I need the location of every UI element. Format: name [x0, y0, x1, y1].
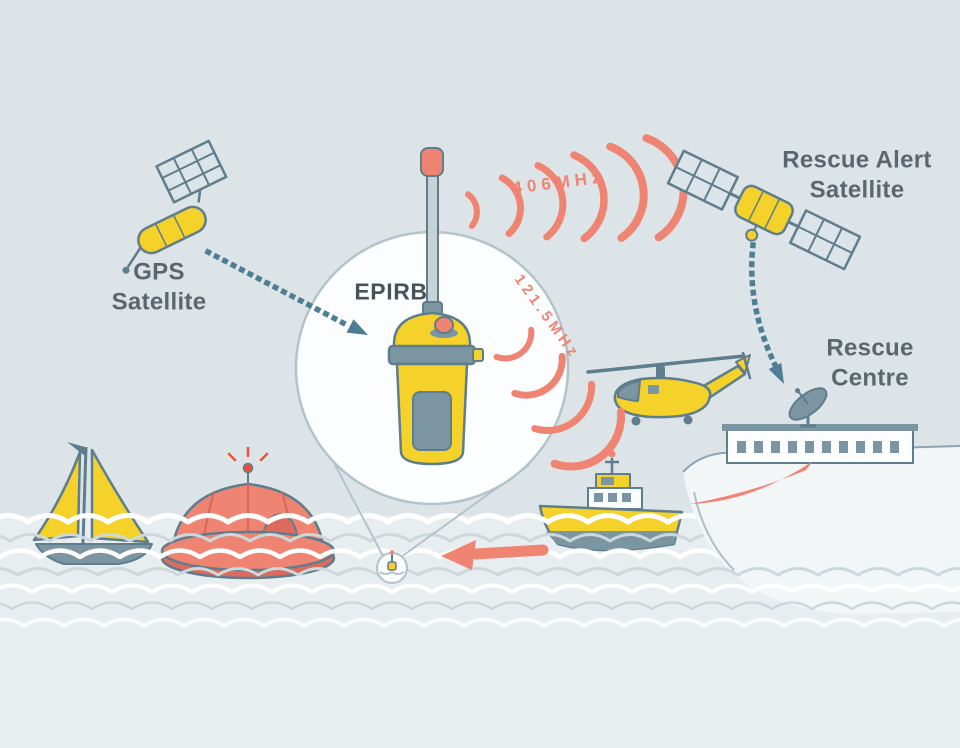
- lifeboat-wheelhouse-window: [601, 477, 614, 485]
- label-rescue-centre-line1: Rescue: [826, 334, 914, 362]
- liferaft-light-flash: [227, 446, 269, 462]
- label-gps-line1: GPS: [133, 258, 185, 286]
- rescue-satellite-icon: [666, 149, 862, 271]
- gps-satellite-icon: [122, 139, 228, 274]
- epirb-activation-button: [434, 316, 454, 334]
- building-windows: [737, 441, 899, 453]
- label-rescue-alert-line1: Rescue Alert: [782, 146, 932, 174]
- sailboat-jib-sail: [32, 450, 82, 542]
- lifeboat-cabin-windows: [594, 493, 631, 502]
- epirb-antenna: [426, 167, 439, 317]
- label-gps-satellite: GPS Satellite: [112, 258, 207, 319]
- gps-signal-link: [204, 248, 368, 335]
- radio-waves-121-icon: [493, 326, 626, 471]
- helicopter-side-window: [648, 385, 659, 394]
- rescue-signal-link: [749, 241, 784, 384]
- rescue-link-arrowhead: [768, 362, 784, 384]
- label-gps-line2: Satellite: [111, 289, 207, 316]
- epirb-antenna-tip: [420, 147, 444, 177]
- epirb-device: [387, 147, 484, 466]
- gps-link-arrowhead: [346, 319, 368, 335]
- helicopter-icon: [586, 351, 752, 426]
- rescue-satellite-dish: [745, 228, 759, 242]
- helicopter-tail-rotor: [741, 351, 752, 380]
- helicopter-cockpit-window: [617, 380, 641, 402]
- gps-antenna-tip: [122, 266, 130, 274]
- epirb-band: [387, 344, 477, 366]
- beacon-in-water: [376, 550, 408, 584]
- epirb-screen: [412, 391, 452, 451]
- arrow-to-beacon: [441, 540, 549, 570]
- radio-waves-406-icon: [464, 134, 688, 243]
- epirb-side-tab: [472, 348, 484, 362]
- helicopter-rotor: [586, 354, 746, 374]
- helicopter-rear-wheel: [683, 415, 693, 425]
- helicopter-front-wheel: [631, 416, 641, 426]
- liferaft-light: [242, 462, 254, 474]
- label-rescue-centre: Rescue Centre: [826, 334, 913, 395]
- gps-satellite-body: [137, 205, 207, 255]
- label-epirb: EPIRB: [354, 278, 428, 305]
- label-rescue-centre-line2: Centre: [831, 365, 909, 392]
- rescue-centre-building: [722, 424, 918, 464]
- helicopter-tail-fin: [735, 354, 751, 374]
- building-roof: [722, 424, 918, 431]
- label-rescue-alert-satellite: Rescue Alert Satellite: [782, 146, 931, 207]
- label-rescue-alert-line2: Satellite: [809, 177, 905, 204]
- satellite-dish-icon: [788, 387, 828, 428]
